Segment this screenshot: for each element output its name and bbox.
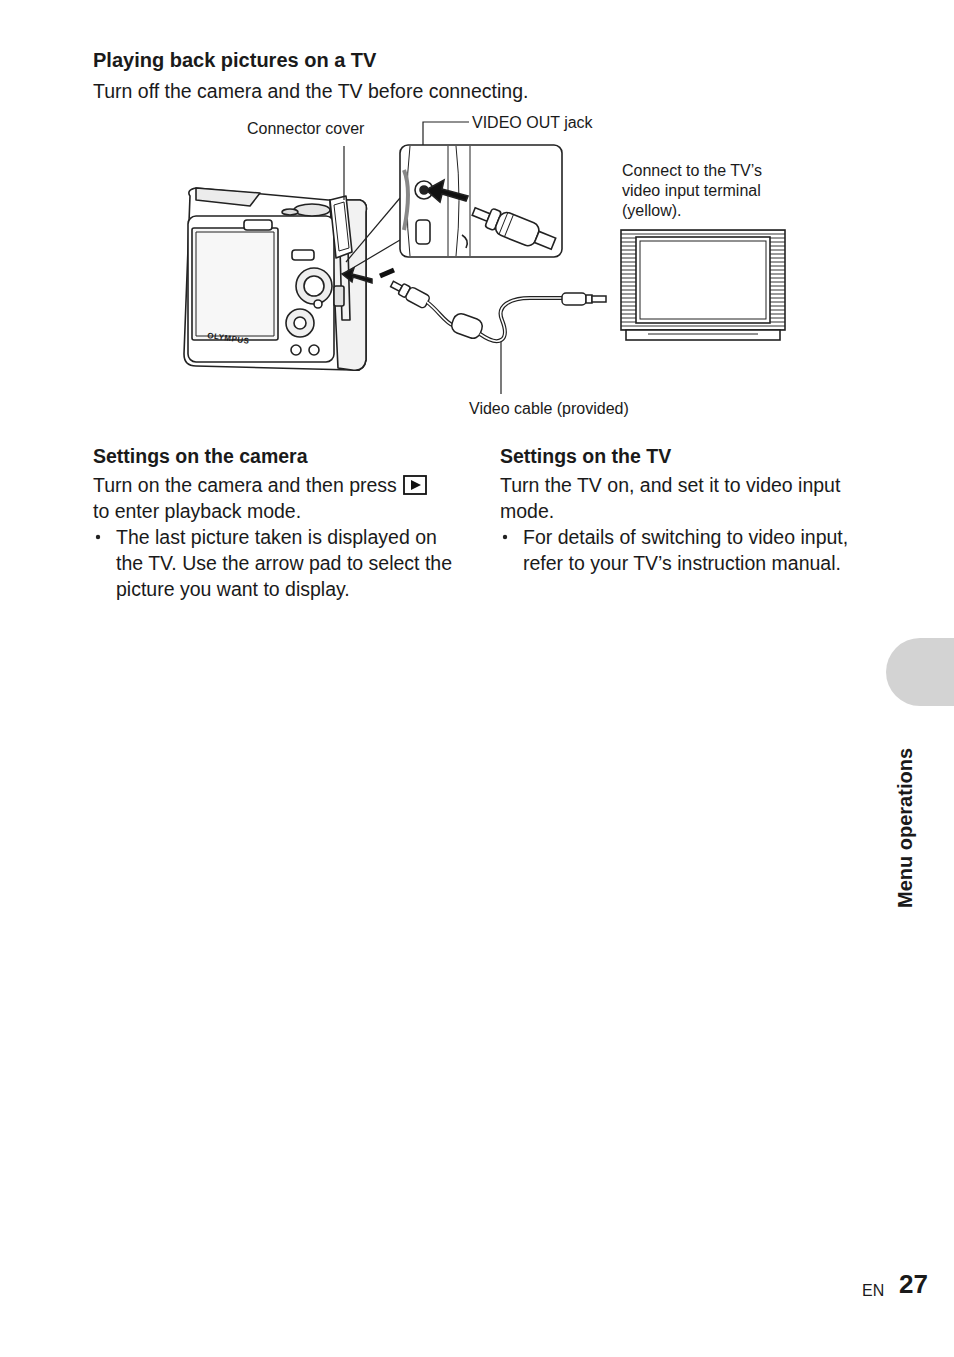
page-heading: Playing back pictures on a TV (93, 47, 376, 73)
video-cable (449, 311, 484, 340)
camera-drawing (184, 188, 366, 370)
camera-drawing (304, 276, 324, 296)
callout-note: Connect to the TV’s video input terminal… (622, 161, 797, 221)
tv-drawing (621, 230, 785, 340)
jack-closeup (469, 200, 558, 254)
tv-drawing (636, 237, 770, 323)
bullet-dot (96, 535, 100, 539)
camera-drawing (294, 204, 330, 216)
page-number: 27 (899, 1269, 928, 1299)
video-cable (480, 298, 562, 341)
camera-drawing (184, 188, 366, 370)
playback-button-icon (404, 476, 426, 494)
tv-drawing (640, 241, 766, 319)
leader-line (343, 146, 344, 200)
part-label: Video cable (provided) (469, 399, 629, 419)
camera-drawing (196, 188, 260, 206)
bullet-text: The last picture taken is displayed on t… (116, 524, 461, 602)
camera-drawing (294, 317, 306, 329)
page-lang: EN (862, 1281, 884, 1301)
video-cable (562, 293, 586, 305)
tv-drawing (626, 330, 780, 340)
camera-drawing (292, 250, 314, 260)
jack-closeup (462, 235, 467, 248)
instruction-text: Turn on the camera and then press (93, 474, 397, 496)
jack-closeup (400, 145, 562, 257)
video-cable (480, 298, 562, 341)
playback-button-icon (403, 475, 427, 495)
part-label: Connector cover (247, 119, 364, 139)
bullet-dot (503, 535, 507, 539)
video-cable (405, 286, 431, 309)
camera-drawing (296, 268, 332, 304)
camera-drawing (330, 196, 352, 258)
jack-closeup (535, 231, 556, 249)
camera-drawing (244, 220, 272, 230)
subheading: Settings on the camera (93, 443, 308, 469)
video-cable (342, 268, 606, 341)
camera-drawing (196, 232, 274, 336)
section-tab (886, 638, 954, 706)
camera-drawing (188, 216, 334, 362)
instruction-text: to enter playback mode. (93, 498, 458, 524)
section-tab-label: Menu operations (893, 748, 917, 908)
camera-drawing (334, 202, 349, 251)
jack-closeup (416, 220, 430, 244)
jack-closeup (404, 170, 408, 230)
video-cable (380, 270, 394, 276)
video-cable (427, 302, 454, 326)
instruction-text: Turn off the camera and the TV before co… (93, 78, 528, 104)
camera-drawing (309, 345, 319, 355)
part-label: VIDEO OUT jack (472, 113, 593, 133)
video-cable (389, 278, 431, 309)
video-cable (586, 295, 592, 303)
instruction-text: Turn the TV on, and set it to video inpu… (500, 472, 870, 524)
video-cable (427, 302, 454, 326)
instruction-text: Turn on the camera and then pressto ente… (93, 472, 458, 524)
video-cable (592, 296, 606, 302)
camera-drawing (334, 286, 344, 306)
camera-drawing (286, 309, 314, 337)
jack-closeup (426, 180, 468, 202)
section-tab (886, 638, 954, 706)
leader-line (346, 198, 400, 262)
jack-closeup (499, 212, 514, 237)
camera-drawing (192, 228, 278, 340)
video-cable (342, 268, 372, 283)
leader-line (500, 338, 501, 394)
subheading: Settings on the TV (500, 443, 671, 469)
jack-closeup (400, 145, 562, 257)
tv-drawing (648, 334, 758, 335)
camera-drawing (314, 300, 322, 308)
camera-drawing (291, 345, 301, 355)
camera-drawing (282, 209, 298, 215)
playback-button-icon (411, 480, 421, 490)
bullet-text: For details of switching to video input,… (523, 524, 868, 576)
tv-drawing (621, 230, 785, 330)
